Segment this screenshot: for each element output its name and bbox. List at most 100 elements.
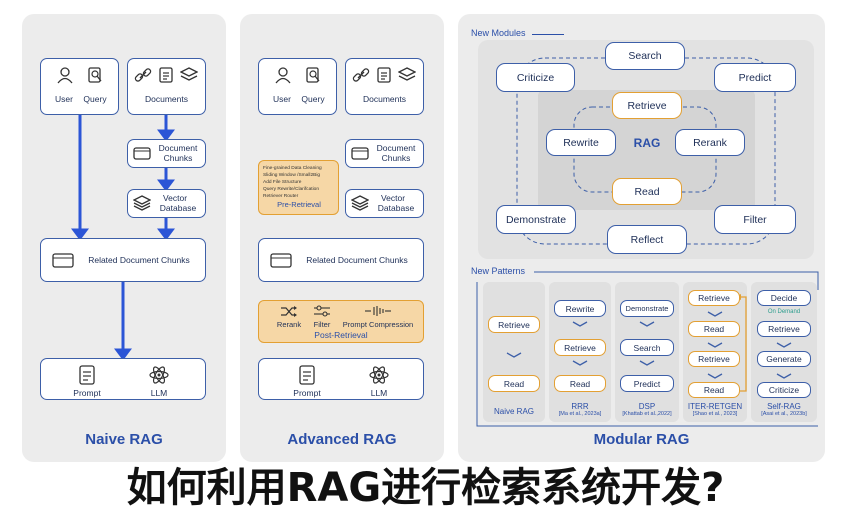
advanced-user-label: User (273, 94, 291, 104)
layers-icon (398, 67, 416, 81)
naive-chunks-label-1: Document (158, 143, 198, 153)
module-search: Search (605, 42, 685, 70)
pattern-step: Demonstrate (620, 300, 674, 317)
pattern-name: DSP (638, 402, 656, 411)
advanced-vector-label-1: Vector (380, 193, 406, 203)
prompt-icon (299, 365, 315, 385)
advanced-llm-label: LLM (370, 388, 388, 398)
new-patterns-label: New Patterns (471, 266, 526, 276)
post-retrieval-title: Post-Retrieval (314, 330, 368, 340)
module-reflect: Reflect (607, 225, 687, 254)
advanced-document-chunks-box (345, 139, 424, 168)
advanced-prompt-label: Prompt (293, 388, 321, 398)
layers-icon (180, 67, 198, 81)
sliders-icon (314, 305, 330, 317)
user-icon (57, 67, 73, 84)
rag-center-label: RAG (633, 136, 661, 150)
naive-vector-label-1: Vector (162, 193, 188, 203)
shuffle-icon (281, 306, 297, 317)
naive-prompt-label: Prompt (73, 388, 101, 398)
advanced-related-label: Related Document Chunks (306, 255, 408, 265)
pattern-step: Read (554, 375, 606, 392)
pattern-step: Search (620, 339, 674, 356)
pre-retrieval-item: Query Rewrite/Clarifcation (263, 187, 319, 192)
pattern-ref: [Ma et al., 2023a] (558, 411, 602, 417)
query-icon (306, 67, 320, 83)
database-icon (351, 195, 369, 211)
folder-icon (133, 147, 151, 160)
post-compress-label: Prompt Compression (342, 320, 414, 329)
headline: 如何利用RAG进行检索系统开发? (126, 465, 725, 511)
prompt-icon (79, 365, 95, 385)
compress-icon (365, 306, 391, 316)
advanced-vector-label-2: Database (377, 203, 415, 213)
pattern-ref: [Khattab et al.,2022] (622, 411, 672, 417)
new-modules-line (532, 34, 564, 35)
pattern-step: Read (688, 321, 740, 337)
advanced-chunks-label-1: Document (376, 143, 416, 153)
pattern-column-naive (483, 282, 545, 422)
pattern-step: Decide (757, 290, 811, 306)
advanced-user-query-box (258, 58, 337, 115)
pattern-step: Retrieve (488, 316, 540, 333)
module-predict: Predict (714, 63, 796, 92)
query-icon (88, 67, 102, 83)
naive-rag-title: Naive RAG (85, 431, 163, 448)
folder-icon (52, 253, 74, 268)
pattern-ref: [Shao et al., 2023] (692, 411, 738, 417)
pre-retrieval-title: Pre-Retrieval (277, 200, 321, 209)
database-icon (133, 195, 151, 211)
module-read: Read (612, 178, 682, 205)
module-rerank: Rerank (675, 129, 745, 156)
user-icon (275, 67, 291, 84)
pattern-step: Read (488, 375, 540, 392)
folder-icon (270, 253, 292, 268)
module-rewrite: Rewrite (546, 129, 616, 156)
pattern-step: Read (688, 382, 740, 398)
pattern-name: RRR (571, 402, 589, 411)
module-criticize: Criticize (496, 63, 575, 92)
pre-retrieval-item: Fine-grained Data Cleaning (263, 166, 322, 171)
pattern-step: Retrieve (688, 290, 740, 306)
module-retrieve: Retrieve (612, 92, 682, 119)
naive-documents-label: Documents (145, 94, 188, 104)
pre-retrieval-item: Retriever Router (263, 194, 299, 199)
advanced-related-chunks-box (258, 238, 424, 282)
pattern-step: Retrieve (757, 321, 811, 337)
naive-chunks-label-2: Chunks (163, 153, 193, 163)
naive-related-label: Related Document Chunks (88, 255, 190, 265)
naive-related-chunks-box (40, 238, 206, 282)
pattern-name: ITER-RETGEN (687, 402, 743, 411)
pattern-note: On Demand (767, 309, 801, 315)
pre-retrieval-item: Add File Structure (263, 180, 302, 185)
advanced-rag-title: Advanced RAG (287, 431, 397, 448)
advanced-prompt-llm-box (258, 358, 424, 400)
pattern-step: Generate (757, 351, 811, 367)
pattern-step: Predict (620, 375, 674, 392)
naive-user-query-box (40, 58, 119, 115)
document-icon (159, 67, 173, 83)
advanced-query-label: Query (301, 94, 325, 104)
module-filter: Filter (714, 205, 796, 234)
naive-query-label: Query (83, 94, 107, 104)
naive-document-chunks-box (127, 139, 206, 168)
folder-icon (351, 147, 369, 160)
post-filter-label: Filter (313, 320, 331, 329)
pattern-ref: [Asai et al., 2023b] (761, 411, 807, 417)
pattern-step: Retrieve (554, 339, 606, 356)
naive-vector-label-2: Database (159, 203, 197, 213)
naive-llm-label: LLM (150, 388, 168, 398)
new-modules-label: New Modules (471, 28, 526, 38)
atom-icon (369, 366, 389, 384)
advanced-chunks-label-2: Chunks (381, 153, 411, 163)
pattern-step: Rewrite (554, 300, 606, 317)
document-icon (377, 67, 391, 83)
pattern-name: Self-RAG (767, 402, 801, 411)
pre-retrieval-box: Fine-grained Data Cleaning Sliding Windo… (258, 160, 339, 215)
link-icon (134, 68, 152, 82)
module-demonstrate: Demonstrate (496, 205, 576, 234)
pre-retrieval-item: Sliding Window /Small2Big (263, 173, 321, 178)
pattern-step: Criticize (757, 382, 811, 398)
